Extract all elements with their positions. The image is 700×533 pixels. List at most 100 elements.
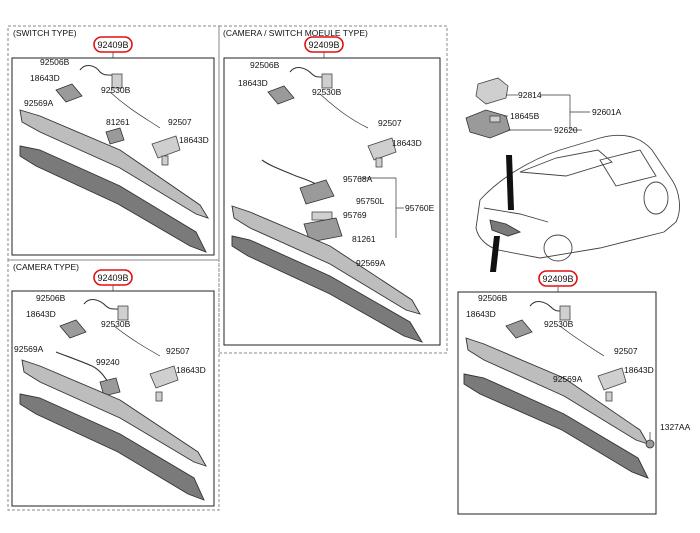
camera-type-label-18643d-a: 18643D	[26, 309, 56, 319]
cam-switch-assembly-label: 92409B	[308, 40, 339, 50]
switch-label-92507: 92507	[168, 117, 192, 127]
switch-label-18643d-b: 18643D	[179, 135, 209, 145]
camera-module	[299, 179, 335, 205]
vehicle-cable	[559, 325, 605, 357]
cam-switch-label-81261: 81261	[352, 234, 376, 244]
car-roofline	[479, 134, 680, 233]
cam-switch-label-95760e: 95760E	[405, 203, 435, 213]
switch-cable	[109, 91, 161, 129]
camera-type-label-92530b: 92530B	[101, 319, 131, 329]
car-garnish-marker	[489, 219, 522, 237]
cam-switch-cable	[319, 93, 369, 129]
cam-switch-label-92569a: 92569A	[356, 258, 386, 268]
switch-label-92506b: 92506B	[40, 57, 70, 67]
camera-type-label-92506b: 92506B	[36, 293, 66, 303]
camera-type-garnish-upper	[21, 359, 207, 467]
switch-garnish-lower	[19, 145, 207, 253]
license-lamp-lens	[475, 77, 509, 105]
vehicle-label-1327aa: 1327AA	[660, 422, 691, 432]
switch-clip	[161, 155, 169, 166]
cam-switch-title: (CAMERA / SWITCH MOEULE TYPE)	[223, 28, 368, 38]
vehicle-label-92506b: 92506B	[478, 293, 508, 303]
cam-switch-connector	[321, 73, 333, 89]
switch-type-assembly-highlight	[93, 36, 133, 53]
cam-switch-garnish-upper	[231, 205, 421, 315]
camera-type-dashed-border	[7, 259, 220, 511]
cam-switch-garnish-lower	[231, 235, 424, 343]
vehicle-label-92507: 92507	[614, 346, 638, 356]
vehicle-view: 92814 92601A 18645B 92620 92409B 92506B	[457, 77, 691, 515]
cam-switch-label-92530b: 92530B	[312, 87, 342, 97]
camera-99240	[99, 377, 121, 397]
camera-99240-wire	[55, 351, 109, 383]
lamp-label-18645b: 18645B	[510, 111, 540, 121]
cam-switch-frame	[223, 57, 441, 346]
vehicle-bracket	[597, 367, 627, 391]
cam-switch-assembly-highlight	[304, 36, 344, 53]
cam-switch-label-18643d-b: 18643D	[392, 138, 422, 148]
license-lamp-housing	[465, 109, 511, 139]
cam-switch-label-92506b: 92506B	[250, 60, 280, 70]
cam-switch-dashed-border	[218, 25, 448, 354]
lamp-label-92814: 92814	[518, 90, 542, 100]
switch-label-92530b: 92530B	[101, 85, 131, 95]
camera-type-label-18643d-b: 18643D	[176, 365, 206, 375]
camera-type-clip	[155, 391, 163, 402]
camera-type-cable	[113, 325, 161, 357]
vehicle-garnish-lower	[463, 373, 649, 479]
cam-switch-label-95768a: 95768A	[343, 174, 373, 184]
camera-gasket	[311, 211, 333, 221]
switch-81261-part	[105, 127, 125, 145]
switch-label-81261: 81261	[106, 117, 130, 127]
panel-camera-switch-module-type: (CAMERA / SWITCH MOEULE TYPE) 92409B 925…	[218, 25, 448, 354]
camera-type-title: (CAMERA TYPE)	[13, 262, 79, 272]
switch-housing	[55, 83, 83, 103]
car-front-wheel	[643, 181, 669, 215]
switch-garnish-upper	[19, 109, 210, 219]
vehicle-label-92569a: 92569A	[553, 374, 583, 384]
switch-type-title: (SWITCH TYPE)	[13, 28, 77, 38]
camera-type-assembly-label: 92409B	[97, 273, 128, 283]
lamp-label-92620: 92620	[554, 125, 578, 135]
camera-type-label-99240: 99240	[96, 357, 120, 367]
panel-switch-type: (SWITCH TYPE) 92409B 92506B 18643D 92530…	[7, 25, 220, 261]
camera-type-label-92507: 92507	[166, 346, 190, 356]
vehicle-clip	[605, 391, 613, 402]
camera-type-assembly-highlight	[93, 269, 133, 286]
camera-type-housing	[59, 319, 87, 339]
vehicle-garnish-frame	[457, 291, 657, 515]
lamp-label-92601a: 92601A	[592, 107, 622, 117]
cam-switch-label-92507: 92507	[378, 118, 402, 128]
cam-switch-housing	[267, 85, 295, 105]
vehicle-label-92530b: 92530B	[544, 319, 574, 329]
switch-label-92569a: 92569A	[24, 98, 54, 108]
cam-switch-label-18643d-a: 18643D	[238, 78, 268, 88]
pointer-to-garnish	[490, 236, 500, 272]
car-rear-window	[519, 149, 613, 177]
car-rear-wheel	[543, 234, 573, 262]
cam-switch-clip	[375, 157, 383, 168]
vehicle-connector	[559, 305, 571, 321]
camera-type-garnish-lower	[19, 393, 205, 501]
cam-switch-bracket	[367, 137, 397, 161]
camera-type-bracket	[149, 365, 179, 389]
pointer-to-lamp	[506, 155, 514, 210]
vehicle-label-18643d-a: 18643D	[466, 309, 496, 319]
cam-switch-label-95769: 95769	[343, 210, 367, 220]
car-lower-body	[475, 199, 665, 259]
switch-bracket	[151, 135, 181, 159]
vehicle-label-18643d-b: 18643D	[624, 365, 654, 375]
license-lamp-bulb	[489, 115, 501, 123]
vehicle-assembly-highlight	[538, 270, 578, 287]
vehicle-assembly-label: 92409B	[542, 274, 573, 284]
camera-cover-81261	[303, 217, 343, 243]
car-trunk-line	[483, 207, 549, 223]
panel-camera-type: (CAMERA TYPE) 92409B 92506B 18643D 92530…	[7, 259, 220, 511]
vehicle-switch-housing	[505, 319, 533, 339]
vehicle-garnish-upper	[465, 337, 649, 445]
camera-type-label-92569a: 92569A	[14, 344, 44, 354]
cam-switch-label-95750l: 95750L	[356, 196, 385, 206]
camera-type-connector	[117, 305, 129, 321]
